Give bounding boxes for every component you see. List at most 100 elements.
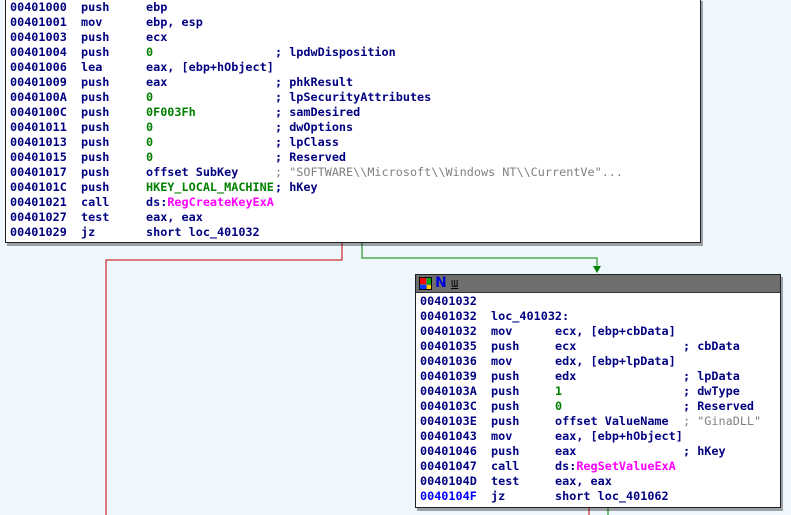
address: 00401021 [10,195,67,209]
address: 00401011 [10,120,67,134]
comment: ; lpSecurityAttributes [275,90,432,104]
address: 0040100C [10,105,67,119]
operand[interactable]: 0 [555,399,563,413]
operand[interactable]: edx, [ebp+lpData] [555,354,676,368]
address: 0040101C [10,180,67,194]
operand[interactable]: eax [555,444,577,458]
address: 00401009 [10,75,67,89]
mnemonic: push [491,339,520,353]
address: 00401006 [10,60,67,74]
mnemonic: push [491,399,520,413]
operand[interactable]: ds:RegCreateKeyExA [146,195,274,209]
operand[interactable]: 0 [146,90,154,104]
address: 00401039 [420,369,477,383]
n-icon[interactable]: N [435,275,447,291]
basic-block-loc-401032[interactable]: N ɯ 00401032 00401032 loc_401032: 004010… [415,274,781,508]
asm-line[interactable]: 00401039 push edx ; lpData [418,369,780,384]
operand[interactable]: HKEY_LOCAL_MACHINE [146,180,274,194]
address: 00401000 [10,0,67,14]
code-label[interactable]: loc_401032: [491,309,570,323]
address: 00401032 [420,324,477,338]
asm-line[interactable]: 00401043 mov eax, [ebp+hObject] [418,429,780,444]
mnemonic: call [81,195,110,209]
comment: ; cbData [683,339,740,353]
mnemonic: jz [491,489,506,503]
operand[interactable]: eax, eax [555,474,612,488]
operand[interactable]: short loc_401062 [555,489,669,503]
operand[interactable]: eax [146,75,168,89]
comment: ; hKey [683,444,726,458]
operand[interactable]: eax, [ebp+hObject] [555,429,683,443]
comment: ; lpData [683,369,740,383]
asm-line[interactable]: 00401027 test eax, eax [8,210,700,225]
operand[interactable]: eax, eax [146,210,203,224]
comment: ; "GinaDLL" [683,414,762,428]
operand[interactable]: offset SubKey [146,165,239,179]
asm-line[interactable]: 0040104F jz short loc_401062 [418,489,780,504]
address: 0040104F [420,489,477,503]
operand[interactable]: 0 [146,135,154,149]
ul-icon[interactable]: ɯ [451,276,459,290]
edge-true-branch[interactable] [361,242,598,270]
operand[interactable]: 0 [146,120,154,134]
operand[interactable]: short loc_401032 [146,225,260,239]
operand[interactable]: edx [555,369,577,383]
operand[interactable]: eax, [ebp+hObject] [146,60,274,74]
operand[interactable]: ebp, esp [146,15,203,29]
mnemonic: mov [81,15,103,29]
operand[interactable]: offset ValueName [555,414,669,428]
mnemonic: mov [491,354,513,368]
operand[interactable]: ds:RegSetValueExA [555,459,676,473]
edge-false-branch[interactable] [105,242,343,515]
block-titlebar[interactable]: N ɯ [416,275,780,293]
operand[interactable]: 1 [555,384,563,398]
operand[interactable]: ecx [146,30,168,44]
address: 00401027 [10,210,67,224]
asm-label-line[interactable]: 00401032 loc_401032: [418,309,780,324]
mnemonic: mov [491,429,513,443]
mnemonic: push [81,135,110,149]
address: 00401047 [420,459,477,473]
address: 00401036 [420,354,477,368]
address: 00401003 [10,30,67,44]
mnemonic: push [491,369,520,383]
operand[interactable]: 0 [146,45,154,59]
asm-line[interactable]: 00401021 call ds:RegCreateKeyExA [8,195,700,210]
operand[interactable]: ebp [146,0,168,14]
operand[interactable]: ecx, [ebp+cbData] [555,324,676,338]
mnemonic: test [81,210,110,224]
operand[interactable]: 0 [146,150,154,164]
address: 00401004 [10,45,67,59]
mnemonic: push [81,165,110,179]
operand[interactable]: ecx [555,339,577,353]
address: 00401043 [420,429,477,443]
asm-line[interactable]: 00401036 mov edx, [ebp+lpData] [418,354,780,369]
address: 0040103C [420,399,477,413]
graph-icon[interactable] [419,277,432,290]
asm-line[interactable]: 00401032 [418,294,780,309]
operand[interactable]: 0F003Fh [146,105,196,119]
